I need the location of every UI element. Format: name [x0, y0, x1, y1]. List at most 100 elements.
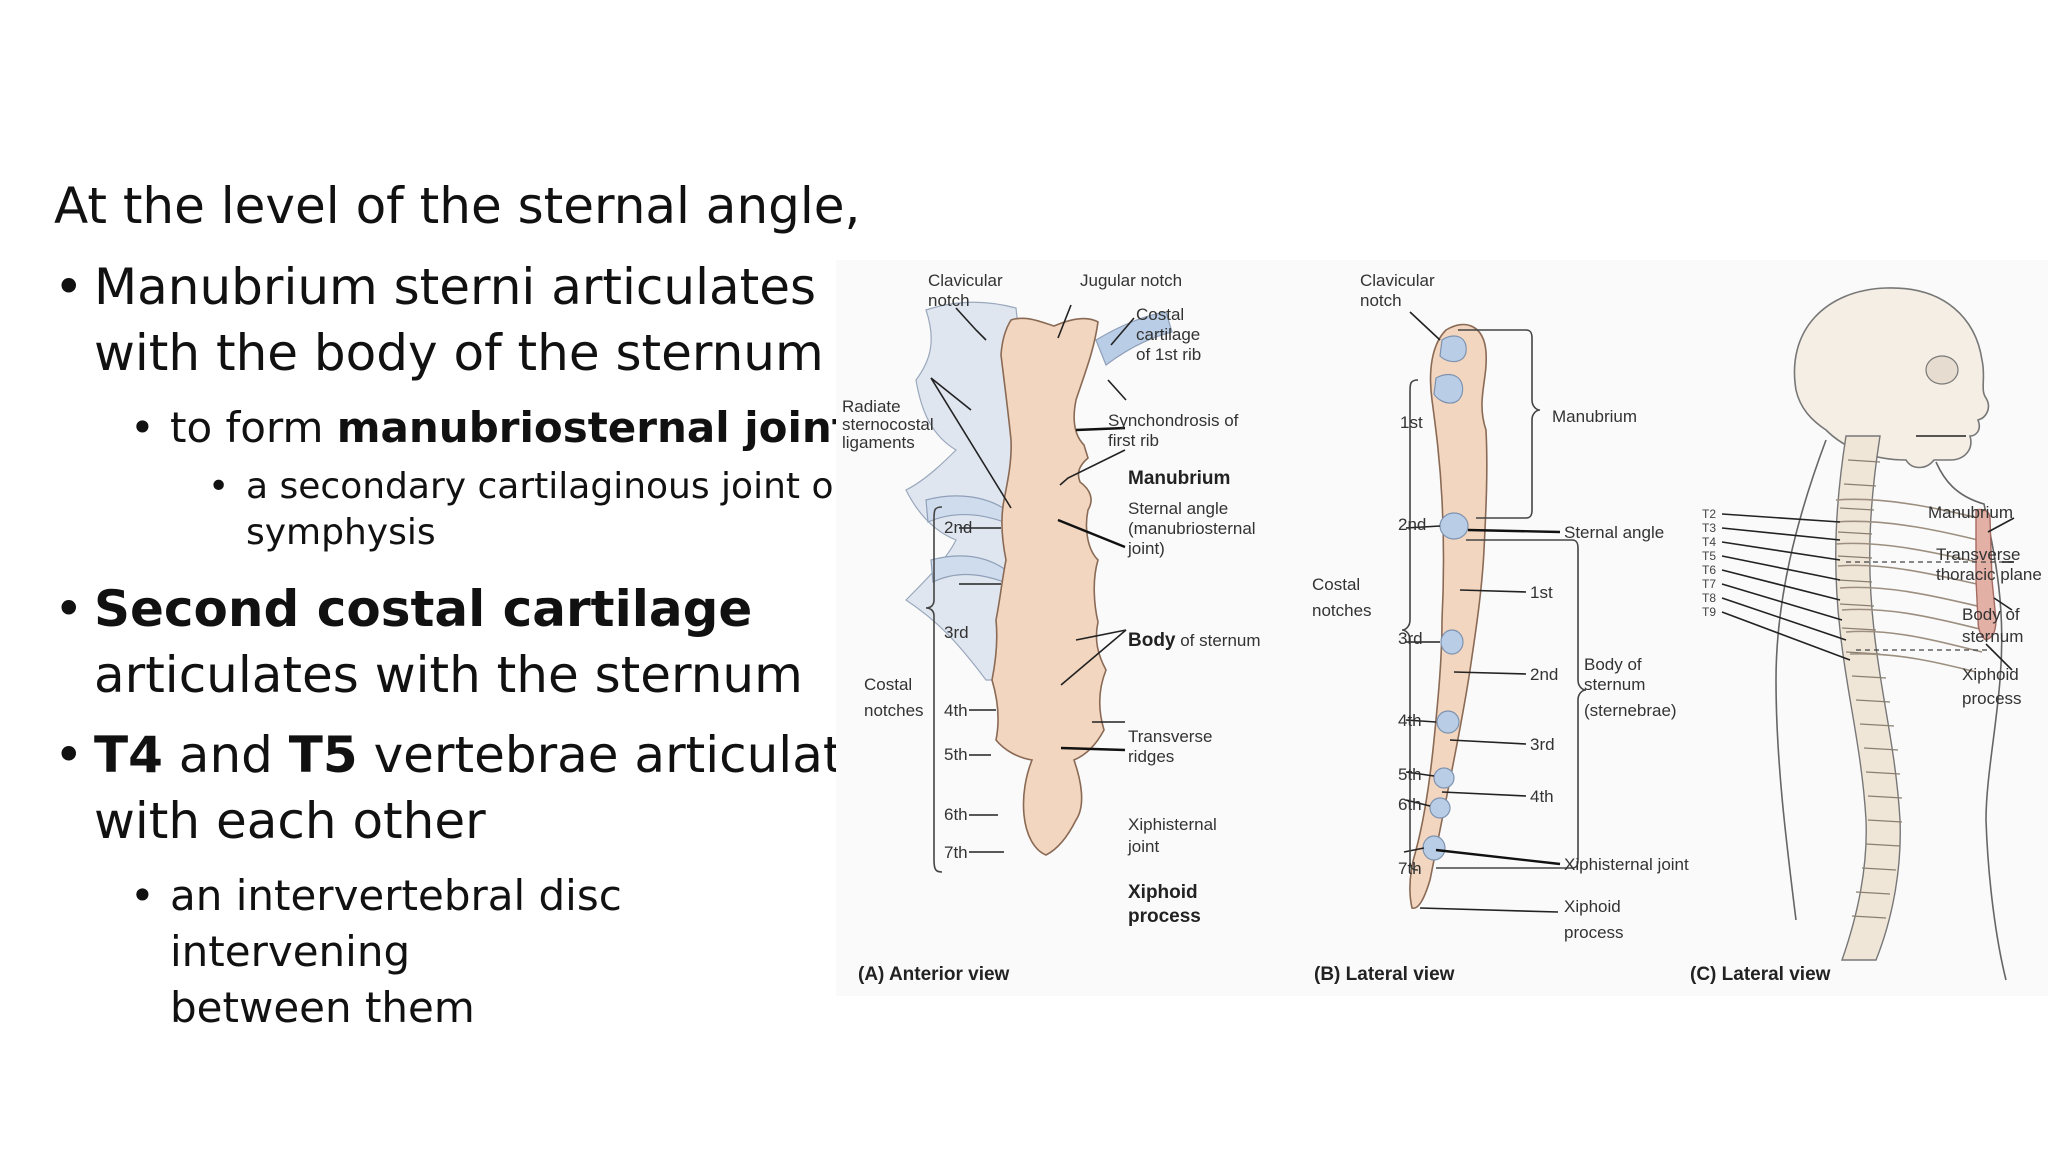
label-a-costal-cartilage-3: of 1st rib	[1136, 345, 1201, 364]
subbullet-line: an intervertebral disc intervening	[170, 871, 622, 976]
label-c-body-2: sternum	[1962, 627, 2023, 646]
bullet-line: with the body of the sternum	[94, 324, 824, 382]
label-b-notch-4th: 4th	[1398, 711, 1422, 730]
skull-orbit	[1925, 355, 1959, 385]
label-a-body-bold: Body	[1128, 630, 1176, 651]
bullet-line: Manubrium sterni articulates	[94, 258, 817, 316]
sternum-skeleton	[1975, 508, 1997, 641]
subbullet-joint: to form manubriosternal joint	[54, 400, 874, 456]
bullet-line: with each other	[94, 792, 486, 850]
label-c-t4: T4	[1702, 535, 1716, 549]
lateral-notch-7th	[1422, 835, 1446, 861]
vertebral-column	[1835, 435, 1901, 961]
sternum-figure-svg: Clavicular notch Jugular notch Costal ca…	[842, 271, 2042, 985]
text-and: and	[162, 726, 289, 784]
label-a-body-of-sternum: Body of sternum	[1128, 630, 1261, 651]
skull	[1793, 287, 1990, 469]
bullet-line-1: T4 and T5 vertebrae articulate	[94, 722, 874, 788]
caption-lateral-view-c: (C) Lateral view	[1690, 964, 1831, 985]
label-b-body-1: Body of	[1584, 655, 1642, 674]
label-b-sternebra-4th: 4th	[1530, 787, 1554, 806]
label-c-t6: T6	[1702, 563, 1716, 577]
label-a-radiate-1: Radiate	[842, 397, 901, 416]
label-b-manubrium: Manubrium	[1552, 407, 1637, 426]
label-a-xiphisternal-2: joint	[1127, 837, 1159, 856]
label-b-notch-1st: 1st	[1400, 413, 1423, 432]
bullet-line: articulates with the sternum	[94, 646, 803, 704]
label-a-notch-6th: 6th	[944, 805, 968, 824]
label-c-xiphoid-2: process	[1962, 689, 2022, 708]
label-c-body-1: Body of	[1962, 605, 2020, 624]
subsubbullet-line: symphysis	[246, 512, 436, 553]
label-b-body-3: (sternebrae)	[1584, 701, 1677, 720]
bullet-costal-cartilage: Second costal cartilage articulates with…	[54, 576, 874, 708]
label-b-sternebra-1st: 1st	[1530, 583, 1553, 602]
lateral-notch-3rd	[1440, 629, 1464, 655]
label-b-sternal-angle: Sternal angle	[1564, 523, 1664, 542]
subsubbullet-symphysis: a secondary cartilaginous joint or symph…	[54, 464, 874, 556]
sternum-figure: Clavicular notch Jugular notch Costal ca…	[836, 260, 2048, 996]
label-a-xiphoid-2: process	[1128, 906, 1201, 927]
lead-text: At the level of the sternal angle,	[54, 177, 861, 235]
label-c-transverse-2: thoracic plane	[1936, 565, 2042, 584]
sternum-anterior	[991, 317, 1107, 856]
slide-text: At the level of the sternal angle, Manub…	[54, 172, 874, 1044]
subbullet-line: between them	[170, 983, 475, 1032]
body-outline	[1775, 439, 2007, 981]
label-a-clavicular-notch-2: notch	[928, 291, 970, 310]
label-b-costal-notches-1: Costal	[1312, 575, 1360, 594]
label-a-jugular-notch: Jugular notch	[1080, 271, 1182, 290]
label-b-clavicular-notch-2: notch	[1360, 291, 1402, 310]
label-a-xiphisternal-1: Xiphisternal	[1128, 815, 1217, 834]
panel-anterior-view: Clavicular notch Jugular notch Costal ca…	[842, 271, 1261, 985]
label-a-sternal-angle-3: joint)	[1127, 539, 1165, 558]
label-c-t7: T7	[1702, 577, 1716, 591]
label-b-notch-7th: 7th	[1398, 859, 1422, 878]
label-b-xiphoid-1: Xiphoid	[1564, 897, 1621, 916]
label-a-sternal-angle-2: (manubriosternal	[1128, 519, 1256, 538]
label-c-t9: T9	[1702, 605, 1716, 619]
subbullet-disc: an intervertebral disc intervening betwe…	[54, 868, 874, 1036]
caption-anterior-view: (A) Anterior view	[858, 964, 1010, 985]
lateral-notch-clavicular	[1439, 335, 1467, 363]
label-b-sternebra-2nd: 2nd	[1530, 665, 1558, 684]
bold-t4: T4	[94, 726, 163, 784]
label-a-notch-4th: 4th	[944, 701, 968, 720]
lateral-notch-2nd	[1439, 512, 1469, 540]
label-a-costal-cartilage-1: Costal	[1136, 305, 1184, 324]
label-b-xiphoid-2: process	[1564, 923, 1624, 942]
lateral-notch-5th	[1433, 767, 1455, 789]
bullet-vertebrae: T4 and T5 vertebrae articulate with each…	[54, 722, 874, 854]
subbullet-bold-term: manubriosternal joint	[336, 403, 852, 452]
text-rest: vertebrae articulate	[357, 726, 874, 784]
label-c-t2: T2	[1702, 507, 1716, 521]
label-a-synchondrosis-1: Synchondrosis of	[1108, 411, 1239, 430]
label-b-notch-2nd: 2nd	[1398, 515, 1426, 534]
label-c-transverse-1: Transverse	[1936, 545, 2020, 564]
label-a-manubrium: Manubrium	[1128, 468, 1230, 489]
label-b-costal-notches-2: notches	[1312, 601, 1372, 620]
label-a-transverse-1: Transverse	[1128, 727, 1212, 746]
label-a-body-rest: of sternum	[1176, 631, 1261, 650]
first-rib-cartilage	[1095, 311, 1173, 366]
bullet-bold-term: Second costal cartilage	[94, 580, 753, 638]
label-a-radiate-3: ligaments	[842, 433, 915, 452]
label-a-costal-cartilage-2: cartilage	[1136, 325, 1200, 344]
label-c-t5: T5	[1702, 549, 1716, 563]
lateral-notch-4th	[1436, 710, 1460, 734]
label-c-t8: T8	[1702, 591, 1716, 605]
label-a-transverse-2: ridges	[1128, 747, 1174, 766]
label-b-notch-6th: 6th	[1398, 795, 1422, 814]
label-b-sternebra-3rd: 3rd	[1530, 735, 1555, 754]
label-b-notch-3rd: 3rd	[1398, 629, 1423, 648]
label-a-costal-notches-1: Costal	[864, 675, 912, 694]
sternum-lateral	[1409, 323, 1488, 909]
label-c-manubrium: Manubrium	[1928, 503, 2013, 522]
label-b-xiphisternal-joint: Xiphisternal joint	[1564, 855, 1689, 874]
lateral-notch-1st	[1433, 373, 1464, 404]
label-a-notch-2nd: 2nd	[944, 518, 972, 537]
label-c-t3: T3	[1702, 521, 1716, 535]
ribs	[1835, 498, 1987, 673]
label-a-clavicular-notch-1: Clavicular	[928, 271, 1003, 290]
